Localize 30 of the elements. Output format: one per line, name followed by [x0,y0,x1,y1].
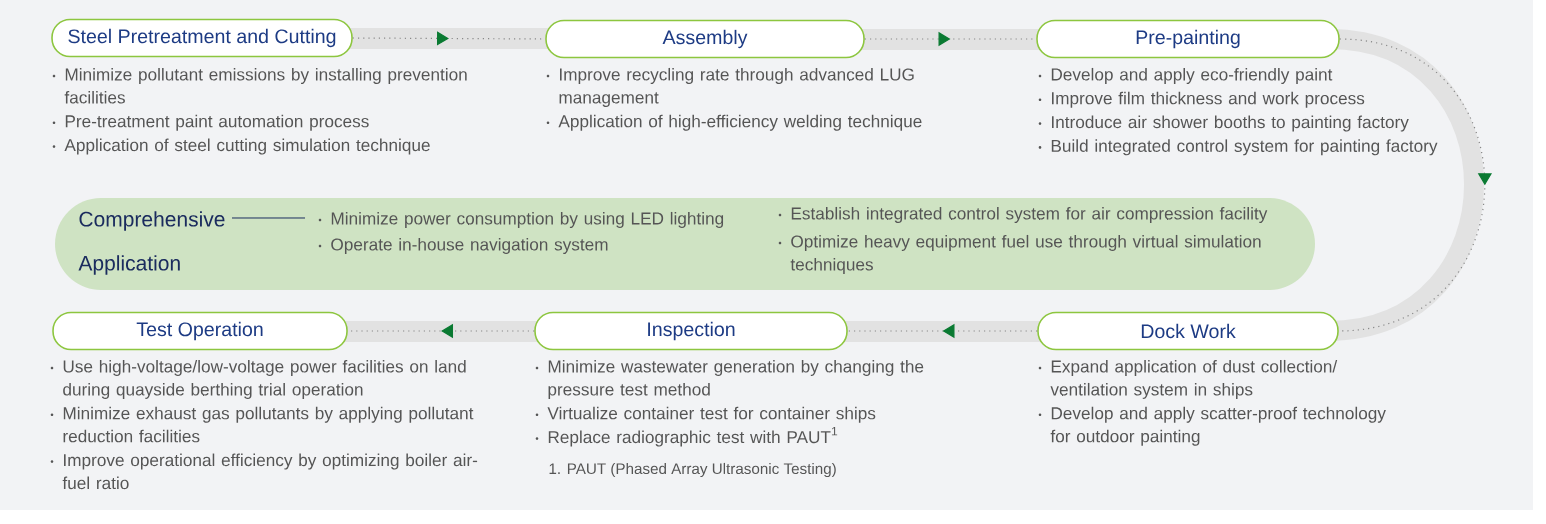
flow-arrow [1338,38,1492,332]
stage-pill: Steel Pretreatment and Cutting [51,18,353,58]
bullet-item: Use high-voltage/low-voltage power facilities on land during quayside berthing trial operation [50,359,466,399]
bullet-item: Minimize exhaust gas pollutants by applying pollutant reduction facilities [50,406,474,443]
bullet-item: Application of high-efficiency welding technique [546,114,922,131]
bullet-item: Establish integrated control system for air compression facility [778,206,1268,223]
bullet-item: Optimize heavy equipment fuel use through virtual simulation techniques [778,234,1261,274]
bullet-item: Develop and apply scatter-proof technology for outdoor painting [1038,406,1386,446]
stage-pill: Inspection [534,311,848,351]
bullet-item: Replace radiographic test with PAUT$^{1}$ [535,427,838,447]
bullet-item: Improve film thickness and work process [1038,91,1365,108]
stage-pill: Pre-painting [1036,19,1340,59]
stage-pill: Dock Work [1037,311,1339,351]
bullet-item: Application of steel cutting simulation technique [52,138,430,155]
bullet-item: Virtualize container test for container ships [535,406,876,423]
bullet-item: Pre-treatment paint automation process [52,114,369,131]
bullet-item: Minimize wastewater generation by changing the pressure test method [535,359,924,399]
bullet-item: Develop and apply eco-friendly paint [1038,67,1333,84]
bullet-item: Improve recycling rate through advanced LUG management [546,67,914,107]
footnote: 1. PAUT (Phased Array Ultrasonic Testing) [549,462,836,478]
bullet-item: Introduce air shower booths to painting factory [1038,115,1409,132]
bullet-item: Operate in-house navigation system [318,237,608,254]
bullet-item: Minimize pollutant emissions by installing prevention facilities [52,67,467,104]
stage-pill: Assembly [545,19,865,59]
bullet-item: Expand application of dust collection/ ventilation system in ships [1038,359,1338,399]
stage-pill: Test Operation [52,311,348,351]
band-heading: Comprehensive Application [78,211,225,275]
bullet-item: Improve operational efficiency by optimizing boiler air-fuel ratio [50,453,478,490]
bullet-item: Minimize power consumption by using LED lighting [318,211,724,228]
bullet-item: Build integrated control system for painting factory [1038,139,1438,156]
